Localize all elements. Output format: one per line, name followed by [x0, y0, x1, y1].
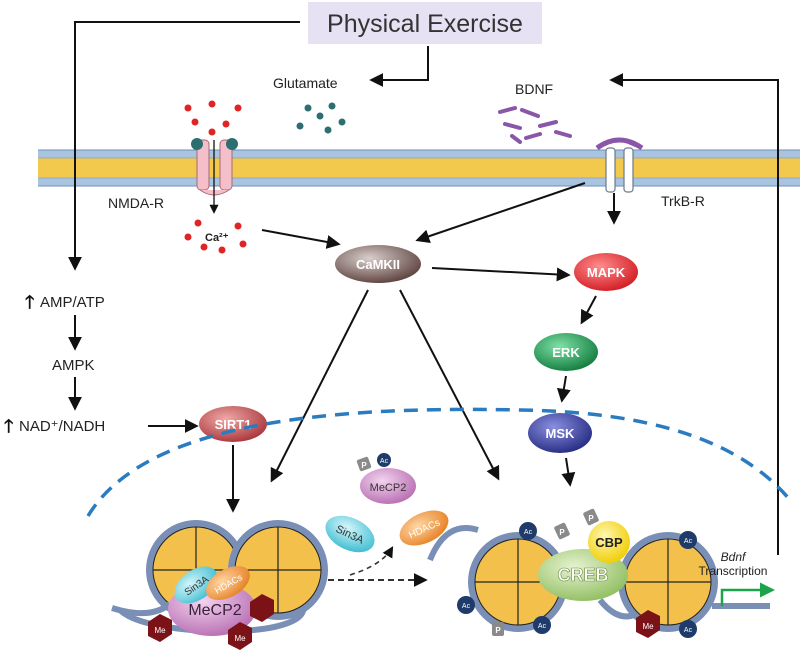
- camkii-to-mecp2-arrow: [270, 289, 369, 483]
- nuclear-envelope: [86, 407, 792, 517]
- mapk-to-erk-arrow: [580, 295, 597, 325]
- exercise-to-amp-arrow: [68, 21, 300, 271]
- cbp-label: CBP: [595, 535, 623, 550]
- free-mecp2: MeCP2 P Ac: [356, 453, 416, 504]
- sirt1-node: [199, 406, 267, 442]
- ampk-label: AMPK: [52, 357, 95, 374]
- ca-to-camkii-arrow: [261, 229, 341, 249]
- nad-nadh-label: NAD⁺/NADH: [19, 418, 105, 435]
- free-mecp2-ac-mark: Ac: [380, 458, 389, 465]
- camkii-to-creb-arrow: [399, 289, 500, 481]
- ca2-label: Ca²⁺: [205, 232, 229, 244]
- camkii-node: [335, 245, 421, 283]
- nucleosome-p-mark: P: [495, 626, 501, 635]
- bdnf-molecules: [498, 106, 572, 144]
- sirt1-label: SIRT1: [215, 417, 252, 432]
- calcium-dots-outside: [184, 100, 242, 136]
- me-mark-1-label: Me: [154, 626, 166, 635]
- ac-mark-5: Ac: [684, 627, 693, 634]
- me-mark-3-label: Me: [234, 634, 246, 643]
- msk-label: MSK: [546, 426, 576, 441]
- msk-to-creb-arrow: [561, 457, 576, 487]
- free-mecp2-label: MeCP2: [370, 482, 407, 494]
- erk-node: [534, 333, 598, 371]
- ac-mark-3: Ac: [538, 623, 547, 630]
- amp-up-arrow: 🡑: [25, 292, 34, 312]
- camkii-label: CaMKII: [356, 257, 400, 272]
- me-mark-3: [228, 622, 252, 650]
- mapk-label: MAPK: [587, 265, 626, 280]
- erk-to-msk-arrow: [556, 375, 571, 403]
- mapk-node: [574, 253, 638, 291]
- trkb-receptor: [595, 137, 644, 193]
- repressed-chromatin: MeCP2 Sin3A HDACs Me Me: [111, 520, 328, 650]
- release-dashed-arrow: [349, 546, 394, 576]
- transcription-arrow: [720, 582, 775, 606]
- bound-mecp2-label: MeCP2: [188, 602, 241, 619]
- active-chromatin: CREB CBP P P P Ac Ac Ac Ac Ac Me: [427, 508, 770, 638]
- title-box: [308, 2, 542, 44]
- msk-node: [528, 413, 592, 453]
- free-sin3a: Sin3A: [325, 515, 375, 553]
- title: Physical Exercise: [327, 10, 523, 38]
- free-hdacs: HDACs: [399, 510, 449, 546]
- camkii-to-mapk-arrow: [431, 267, 571, 282]
- transcription-label: Transcription: [699, 564, 768, 578]
- bound-sin3a: [174, 566, 218, 604]
- erk-label: ERK: [552, 345, 580, 360]
- ac-mark-2: Ac: [462, 603, 471, 610]
- acetyl-marks: Ac Ac Ac Ac Ac: [457, 522, 697, 638]
- free-mecp2-p-mark: P: [361, 461, 367, 470]
- nmda-r-label: NMDA-R: [108, 195, 164, 211]
- cbp-node: [588, 521, 630, 563]
- amp-atp-label: AMP/ATP: [40, 294, 105, 311]
- trkb-to-camkii-arrow: [415, 182, 586, 244]
- bound-hdacs: [206, 565, 250, 601]
- glutamate-label: Glutamate: [273, 75, 338, 91]
- cell-membrane: [38, 149, 800, 187]
- ac-mark-1: Ac: [524, 529, 533, 536]
- bdnf-feedback-arrow: [609, 73, 779, 555]
- ac-mark-4: Ac: [684, 538, 693, 545]
- glutamate-molecules: [296, 102, 346, 134]
- bdnf-label: BDNF: [515, 81, 553, 97]
- creb-p-mark-1: P: [559, 528, 565, 537]
- bdnf-gene-label: Bdnf: [721, 550, 747, 564]
- exercise-to-glutamate-arrow: [369, 46, 429, 87]
- calcium-ions: Ca²⁺: [184, 219, 247, 254]
- nmda-receptor: [191, 138, 238, 214]
- creb-p-mark-2: P: [588, 514, 594, 523]
- creb-phospho-marks: P P P: [492, 508, 599, 636]
- me-mark-4-label: Me: [642, 622, 654, 631]
- nucleosome-right-2: [618, 532, 718, 632]
- nucleosome-left-2: [228, 520, 328, 620]
- nad-up-arrow: 🡑: [4, 416, 13, 436]
- trkb-r-label: TrkB-R: [661, 193, 705, 209]
- me-mark-2: [250, 594, 274, 622]
- me-mark-4: [636, 610, 660, 638]
- creb-label: CREB: [557, 565, 608, 585]
- me-mark-1: [148, 614, 172, 642]
